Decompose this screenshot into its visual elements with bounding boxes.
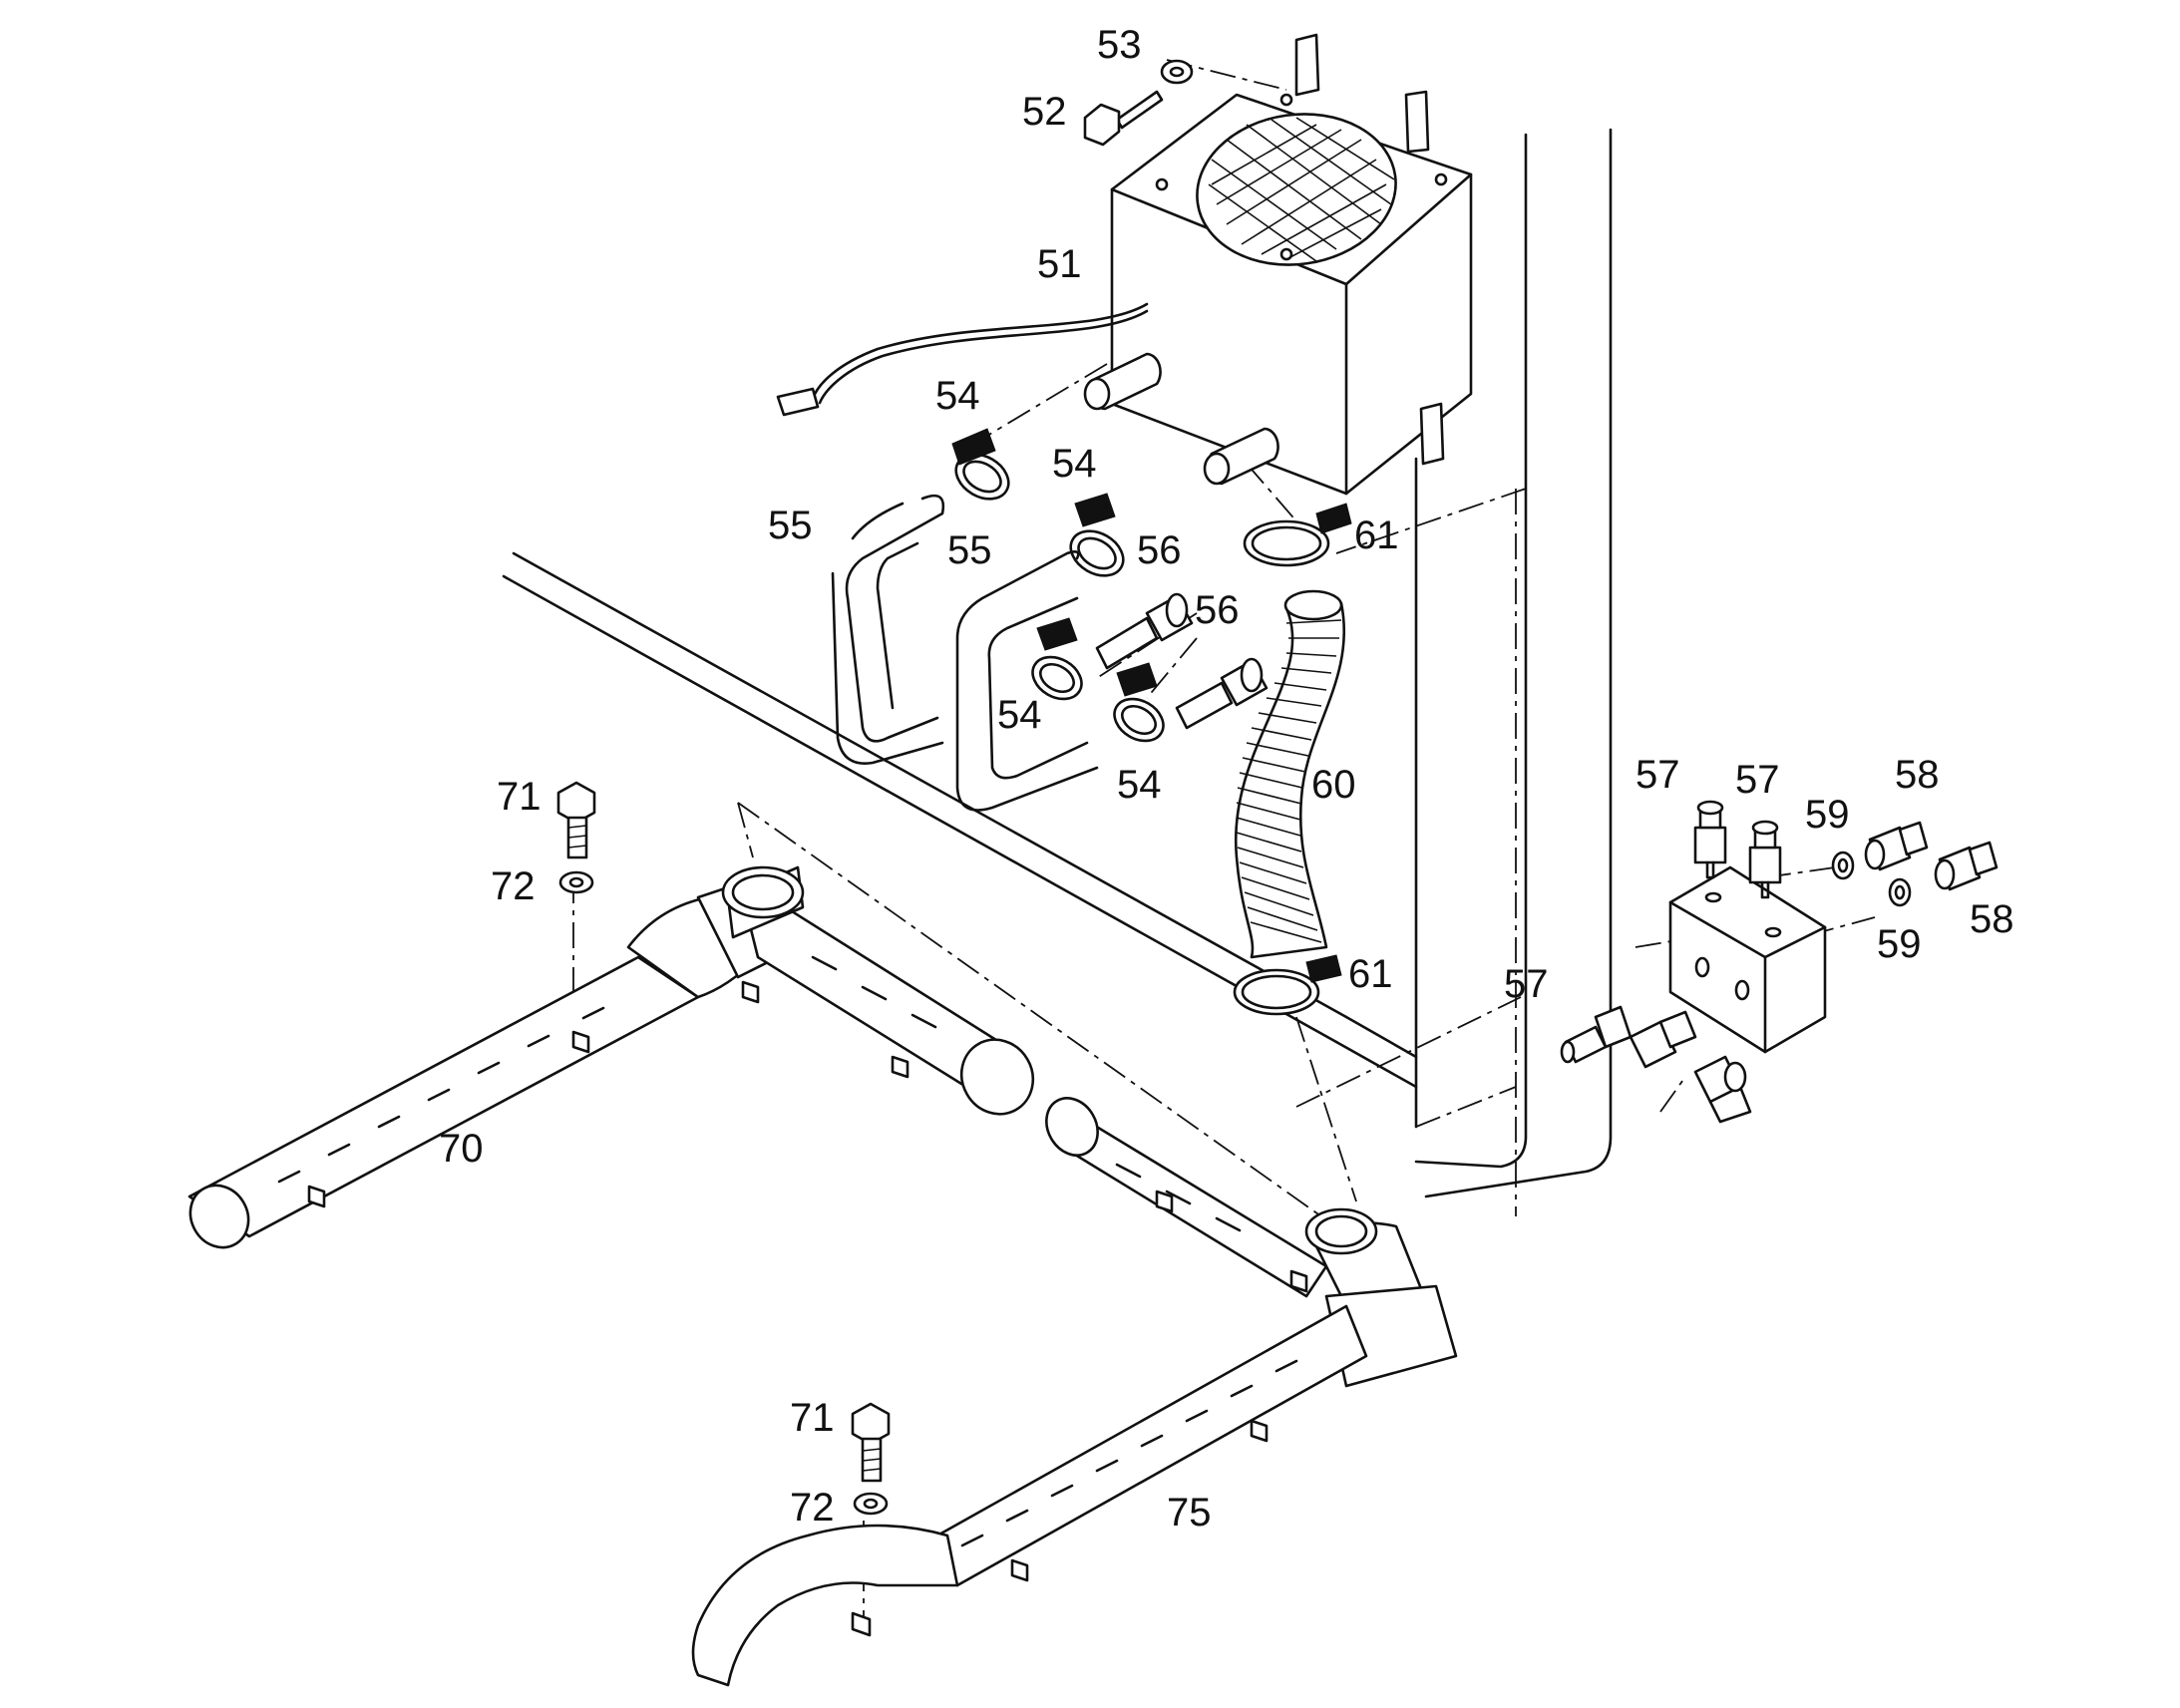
- callout-58-a: 58: [1895, 753, 1940, 797]
- washer-72-b: [853, 1492, 889, 1516]
- washer-59-a: [1831, 851, 1855, 880]
- fitting-57-b: [1748, 820, 1782, 899]
- callout-57-a: 57: [1635, 753, 1680, 797]
- callout-71-b: 71: [790, 1396, 835, 1440]
- washer-59-b: [1888, 877, 1912, 907]
- callout-60: 60: [1311, 763, 1356, 807]
- callout-71-a: 71: [497, 775, 542, 819]
- callout-54-d: 54: [1117, 763, 1162, 807]
- washer-72-a: [558, 870, 594, 894]
- bolt-71-a: [556, 781, 596, 859]
- duct-70-vent-slots: [277, 955, 937, 1184]
- callout-59-b: 59: [1877, 922, 1922, 966]
- callout-70: 70: [439, 1127, 484, 1171]
- callout-52: 52: [1022, 90, 1067, 134]
- vehicle-frame-outline: [502, 128, 1613, 1198]
- duct-clamp-61-b: [1233, 954, 1342, 1016]
- hose-fitting-56-a: [1095, 592, 1194, 670]
- hose-clamp-54-a: [951, 428, 1010, 501]
- fitting-57-c: [1560, 1005, 1633, 1064]
- hose-fitting-56-b: [1175, 657, 1269, 730]
- callout-72-a: 72: [491, 864, 536, 908]
- callout-57-c: 57: [1504, 962, 1549, 1006]
- hose-clamp-54-c: [1031, 617, 1083, 701]
- callout-58-b: 58: [1970, 897, 2014, 941]
- callout-51: 51: [1037, 242, 1082, 286]
- fitting-58-a: [1864, 821, 1929, 871]
- callout-labels: 51 52 53 54 54 54 54 55 55 56 56 57 57 5…: [439, 23, 2014, 1535]
- callout-55-a: 55: [768, 504, 813, 547]
- callout-61-a: 61: [1354, 513, 1399, 557]
- callout-54-b: 54: [1052, 442, 1097, 486]
- washer-53: [1160, 59, 1194, 85]
- coolant-hose-55-a: [831, 494, 945, 766]
- heater-wire-connector: [776, 302, 1149, 417]
- duct-clamp-61-a: [1243, 503, 1352, 567]
- callout-54-a: 54: [935, 374, 980, 418]
- duct-75-vent-slots: [960, 1163, 1298, 1547]
- coolant-hose-55-b: [955, 550, 1099, 812]
- duct-corrugations: [1236, 619, 1342, 943]
- callout-53: 53: [1097, 23, 1142, 67]
- callout-56-a: 56: [1137, 528, 1182, 572]
- callout-61-b: 61: [1348, 952, 1393, 996]
- hose-clamp-54-b: [1069, 493, 1125, 577]
- air-duct-70: [187, 865, 1035, 1249]
- fitting-58-b: [1934, 841, 1998, 891]
- bolt-71-b: [851, 1402, 891, 1483]
- callout-55-b: 55: [947, 528, 992, 572]
- fitting-57-a: [1693, 800, 1727, 879]
- callout-72-b: 72: [790, 1486, 835, 1530]
- fitting-elbow-b: [1693, 1055, 1752, 1124]
- callout-59-a: 59: [1805, 793, 1850, 837]
- callout-56-b: 56: [1195, 588, 1240, 632]
- valve-block: [1668, 865, 1827, 1054]
- heater-unit: [1083, 33, 1473, 496]
- air-duct-75: [691, 1097, 1458, 1687]
- fitting-right-angle-a: [1629, 1010, 1697, 1069]
- callout-54-c: 54: [997, 693, 1042, 737]
- callout-57-b: 57: [1735, 758, 1780, 802]
- bolt-52: [1083, 90, 1164, 147]
- fan-grille: [1208, 117, 1395, 262]
- corrugated-duct-60: [1234, 589, 1346, 959]
- callout-75: 75: [1167, 1491, 1212, 1535]
- hose-clamp-54-d: [1113, 662, 1165, 743]
